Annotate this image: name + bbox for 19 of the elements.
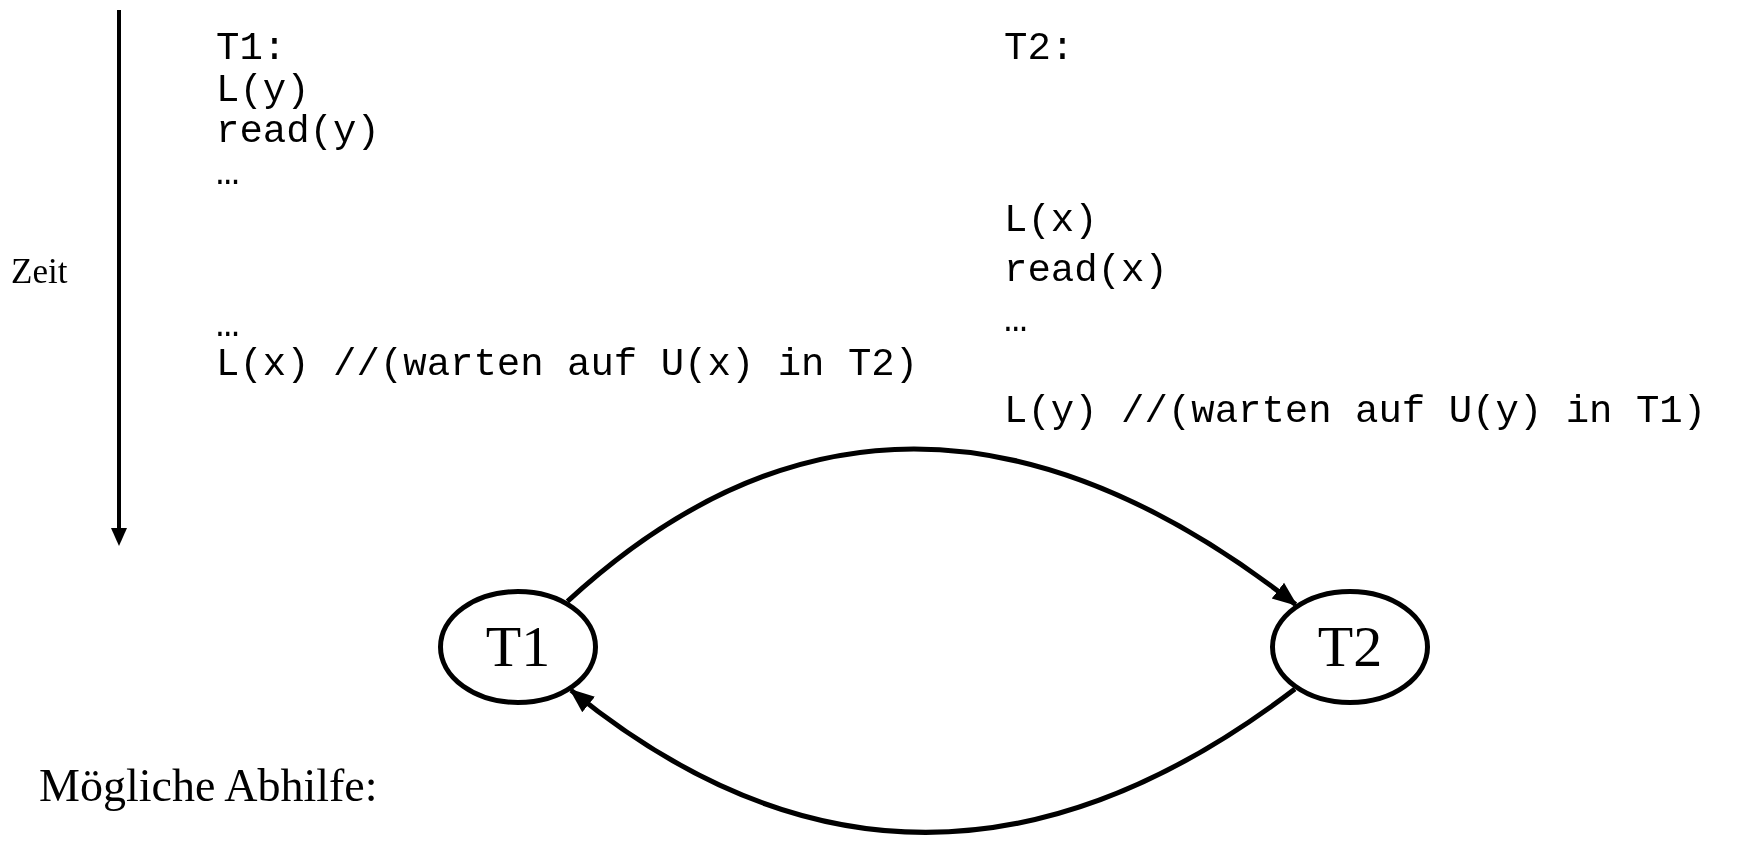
code-line: L(x) //(warten auf U(x) in T2) — [216, 346, 919, 385]
node-label: T1 — [484, 618, 552, 676]
arrow — [569, 687, 1297, 835]
code-line: L(x) — [1004, 202, 1098, 241]
code-line: L(y) — [216, 72, 310, 111]
time-label: Zeit — [11, 254, 68, 289]
ellipse-node — [438, 589, 598, 705]
code-line: … — [216, 307, 240, 346]
code-line: read(x) — [1004, 252, 1168, 291]
heading: Mögliche Abhilfe: — [39, 763, 378, 809]
node-label: T2 — [1316, 618, 1384, 676]
code-line: L(y) //(warten auf U(y) in T1) — [1004, 393, 1707, 432]
code-line: T2: — [1004, 30, 1075, 69]
ellipse-node — [1270, 589, 1430, 705]
code-line: T1: — [216, 30, 287, 69]
code-line: … — [1004, 302, 1028, 341]
arrow — [565, 446, 1298, 607]
code-line: … — [216, 155, 240, 194]
code-line: read(y) — [216, 113, 380, 152]
